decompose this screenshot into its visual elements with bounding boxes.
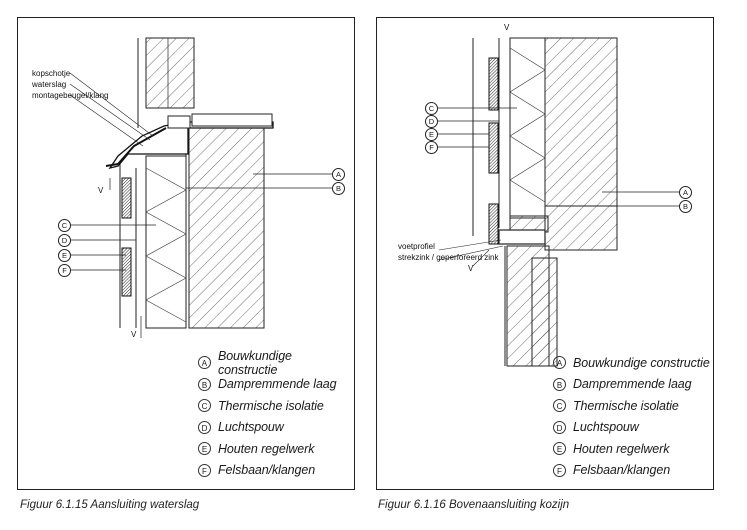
vent-mark: V — [131, 330, 137, 339]
label-strekzink: strekzink / geperforeerd zink — [398, 253, 499, 262]
figure-panel-waterslag: kopschotje waterslag montagebeugel/klang… — [17, 17, 355, 490]
marker-B: B — [332, 182, 345, 195]
legend-label: Felsbaan/klangen — [218, 463, 316, 478]
label-kopschotje: kopschotje — [32, 69, 71, 78]
legend-letter-icon: A — [553, 356, 566, 370]
legend-item: C Thermische isolatie — [553, 395, 710, 417]
legend-letter-icon: F — [198, 463, 211, 477]
legend-letter-icon: B — [198, 377, 211, 391]
label-voetprofiel: voetprofiel — [398, 242, 435, 251]
legend-letter-icon: E — [553, 442, 566, 456]
legend-item: B Dampremmende laag — [198, 374, 354, 396]
legend-label: Felsbaan/klangen — [573, 463, 671, 478]
label-waterslag: waterslag — [32, 80, 67, 89]
legend-label: Dampremmende laag — [573, 377, 692, 392]
legend-label: Luchtspouw — [573, 420, 639, 435]
vent-mark: V — [504, 23, 510, 32]
legend-label: Houten regelwerk — [573, 441, 670, 456]
legend-item: F Felsbaan/klangen — [198, 460, 354, 482]
legend: A Bouwkundige constructie B Dampremmende l… — [198, 348, 354, 482]
marker-E: E — [425, 128, 438, 141]
legend-item: D Luchtspouw — [198, 417, 354, 439]
legend-label: Dampremmende laag — [218, 377, 337, 392]
legend-item: B Dampremmende laag — [553, 374, 710, 396]
legend-label: Bouwkundige constructie — [217, 348, 292, 377]
marker-B: B — [679, 200, 692, 213]
marker-E: E — [58, 249, 71, 262]
legend-letter-icon: E — [198, 442, 211, 456]
legend-label: Thermische isolatie — [218, 398, 324, 413]
vent-mark: V — [98, 186, 104, 195]
section-drawing-kozijn — [432, 37, 682, 367]
legend-item: F Felsbaan/klangen — [553, 460, 710, 482]
legend-item: A Bouwkundige constructie — [553, 352, 710, 374]
label-montagebeugel: montagebeugel/klang — [32, 91, 109, 100]
legend-item: C Thermische isolatie — [198, 395, 354, 417]
marker-C: C — [425, 102, 438, 115]
section-drawing-waterslag — [66, 37, 338, 338]
legend-item: A Bouwkundige constructie — [198, 348, 354, 377]
legend-label: Houten regelwerk — [218, 441, 315, 456]
marker-A: A — [679, 186, 692, 199]
marker-D: D — [425, 115, 438, 128]
legend-letter-icon: C — [553, 399, 566, 413]
marker-C: C — [58, 219, 71, 232]
marker-A: A — [332, 168, 345, 181]
marker-D: D — [58, 234, 71, 247]
legend-letter-icon: B — [553, 377, 566, 391]
figure-panel-kozijn: voetprofiel strekzink / geperforeerd zin… — [376, 17, 714, 490]
legend-letter-icon: D — [553, 420, 566, 434]
legend-item: D Luchtspouw — [553, 417, 710, 439]
legend-label: Thermische isolatie — [573, 398, 679, 413]
figure-caption: Figuur 6.1.15 Aansluiting waterslag — [20, 499, 200, 511]
legend-item: E Houten regelwerk — [553, 438, 710, 460]
legend-letter-icon: C — [198, 399, 211, 413]
legend-letter-icon: A — [198, 356, 211, 370]
legend-letter-icon: D — [198, 420, 211, 434]
legend-item: E Houten regelwerk — [198, 438, 354, 460]
legend-label: Bouwkundige constructie — [573, 355, 710, 370]
figure-caption: Figuur 6.1.16 Bovenaansluiting kozijn — [378, 499, 570, 511]
legend-letter-icon: F — [553, 463, 566, 477]
marker-F: F — [425, 141, 438, 154]
marker-F: F — [58, 264, 71, 277]
legend-label: Luchtspouw — [218, 420, 284, 435]
vent-mark: V — [468, 264, 474, 273]
legend: A Bouwkundige constructie B Dampremmende l… — [553, 352, 710, 481]
